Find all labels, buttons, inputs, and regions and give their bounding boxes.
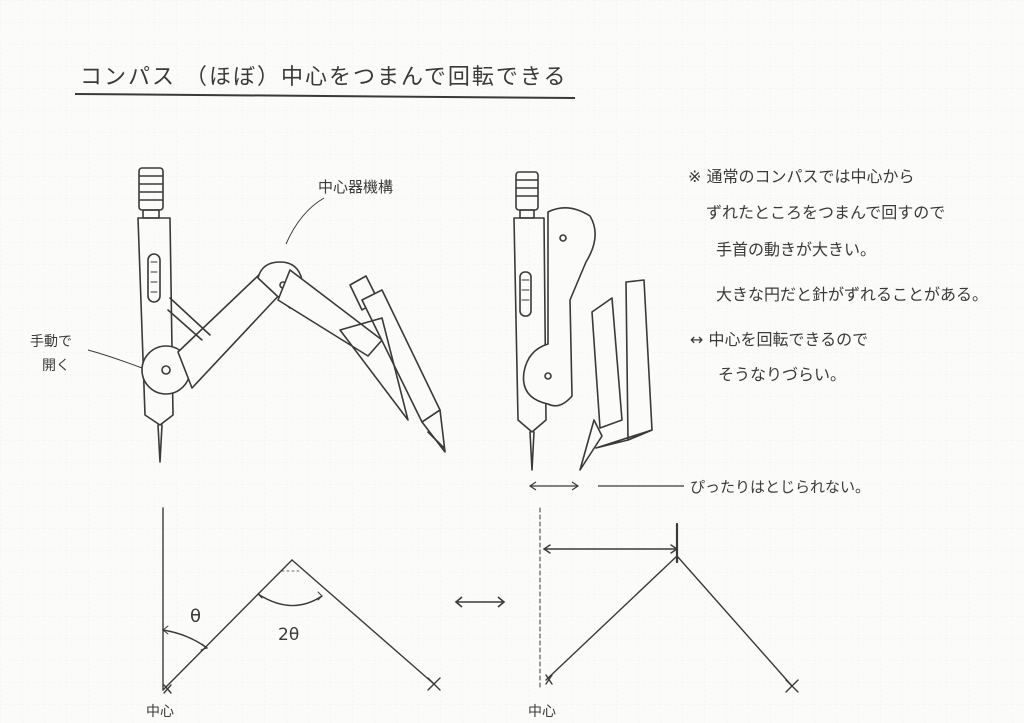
left-needle-leg <box>137 217 174 463</box>
leader-center-mechanism <box>285 197 325 245</box>
right-compass <box>513 171 653 471</box>
label-cannot-align: ぴったりはとじられない。 <box>690 478 870 496</box>
left-compass-knob <box>138 167 164 219</box>
label-theta: θ <box>190 606 201 627</box>
note-line-4: 大きな円だと針がずれることがある。 <box>716 285 988 304</box>
angle-arc-2theta <box>257 593 323 607</box>
pencil-leg <box>339 275 446 453</box>
leader-manual-open <box>87 349 143 369</box>
right-linkage-plate <box>522 207 596 407</box>
left-lower-arm <box>277 269 383 357</box>
label-center-left: 中心 <box>146 704 174 720</box>
note-line-3: 手首の動きが大きい。 <box>716 240 876 259</box>
label-center-right: 中心 <box>528 704 556 720</box>
note-block: ※ 通常のコンパスでは中心から ずれたところをつまんで回すので 手首の動きが大き… <box>688 167 988 384</box>
right-geometry <box>539 507 799 693</box>
note-line-5: ↔ 中心を回転できるので <box>690 330 868 349</box>
label-center-mechanism: 中心器機構 <box>318 178 393 196</box>
label-manual-open-2: 開く <box>42 358 70 374</box>
page-title: コンパス （ほぼ）中心をつまんで回転できる <box>80 65 567 90</box>
note-line-1: ※ 通常のコンパスでは中心から <box>688 167 915 186</box>
equivalence-arrow <box>454 596 506 608</box>
gap-annotation <box>528 481 684 491</box>
note-line-6: そうなりづらい。 <box>718 365 846 384</box>
left-geometry <box>162 507 441 694</box>
label-manual-open-1: 手動で <box>30 334 72 350</box>
right-compass-knob <box>515 171 539 219</box>
label-two-theta: 2θ <box>278 625 299 645</box>
title-underline <box>74 93 576 99</box>
note-line-2: ずれたところをつまんで回すので <box>706 203 945 222</box>
right-needle-leg <box>513 217 547 433</box>
right-pencil-leg <box>591 297 623 429</box>
left-compass <box>137 167 446 463</box>
